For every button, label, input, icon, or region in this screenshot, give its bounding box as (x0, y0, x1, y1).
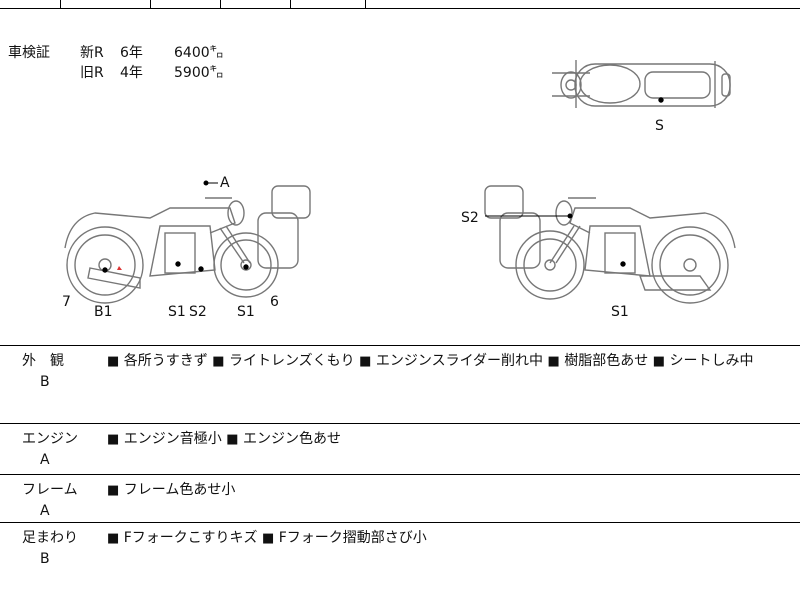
note-item: エンジン色あせ (242, 431, 341, 447)
inspection-years: 4年 (120, 65, 143, 81)
inspection-type: 旧R (80, 65, 104, 81)
header-cell (220, 0, 291, 8)
section-engine: エンジン A ■ エンジン音極小 ■ エンジン色あせ (0, 424, 800, 475)
section-notes: ■ フレーム色あせ小 (107, 479, 235, 499)
marker-dot (243, 264, 249, 270)
section-category: エンジン (22, 431, 78, 447)
label-7: 7 (62, 294, 71, 310)
note-item: 各所うすきず (123, 353, 208, 369)
header-cell (60, 0, 151, 8)
note-item: フレーム色あせ小 (123, 482, 236, 498)
bullet-square: ■ (212, 354, 225, 369)
note-item: 樹脂部色あせ (564, 353, 649, 369)
motorcycle-right-view (484, 185, 736, 304)
bullet-square: ■ (107, 354, 120, 369)
bullet-square: ■ (226, 432, 239, 447)
section-suspension: 足まわり B ■ Fフォークこすりキズ ■ Fフォーク摺動部さび小 (0, 523, 800, 599)
motorcycle-top-view (552, 60, 731, 108)
bullet-square: ■ (547, 354, 560, 369)
motorcycle-left-view (64, 185, 311, 304)
red-mark (117, 266, 122, 270)
inspection-row-old: 旧R 4年 5900㌔ (8, 62, 224, 82)
header-strip (0, 0, 800, 9)
motorcycle-diagrams (64, 60, 736, 304)
damage-diagram-panel: 車検証 新R 6年 6400㌔ 旧R 4年 5900㌔ (0, 8, 800, 346)
section-notes: ■ エンジン音極小 ■ エンジン色あせ (107, 428, 341, 448)
bullet-square: ■ (652, 354, 666, 369)
section-notes: ■ 各所うすきず ■ ライトレンズくもり ■ エンジンスライダー削れ中 ■ 樹脂… (107, 350, 753, 370)
inspection-type: 新R (80, 45, 104, 61)
note-item: Fフォークこすりキズ (123, 530, 258, 546)
bullet-square: ■ (359, 354, 372, 369)
section-frame: フレーム A ■ フレーム色あせ小 (0, 475, 800, 523)
bullet-square: ■ (261, 531, 275, 546)
label-s1: S1 (611, 304, 629, 320)
marker-dot (658, 97, 664, 103)
note-item: エンジンスライダー削れ中 (375, 353, 544, 369)
label-6: 6 (270, 294, 279, 310)
label-s2: S2 (461, 210, 479, 226)
marker-dot (102, 267, 108, 273)
header-cell (290, 0, 366, 8)
inspection-mileage: 5900㌔ (174, 65, 224, 81)
section-grade: B (40, 374, 50, 390)
note-item: ライトレンズくもり (228, 353, 355, 369)
marker-dot (203, 180, 209, 186)
label-b1: B1 (94, 304, 113, 320)
marker-dot (175, 261, 181, 267)
inspection-years: 6年 (120, 45, 143, 61)
section-exterior: 外 観 B ■ 各所うすきず ■ ライトレンズくもり ■ エンジンスライダー削れ… (0, 346, 800, 424)
label-s1: S1 (168, 304, 186, 320)
note-item: シートしみ中 (669, 353, 754, 369)
bullet-square: ■ (107, 432, 120, 447)
section-notes: ■ Fフォークこすりキズ ■ Fフォーク摺動部さび小 (107, 527, 427, 547)
note-item: Fフォーク摺動部さび小 (278, 530, 427, 546)
section-grade: A (40, 503, 50, 519)
section-category: フレーム (22, 482, 78, 498)
section-grade: A (40, 452, 50, 468)
inspection-label: 車検証 (8, 45, 50, 61)
bullet-square: ■ (107, 483, 120, 498)
inspection-mileage: 6400㌔ (174, 45, 224, 61)
header-cell (150, 0, 221, 8)
header-cell (0, 0, 61, 8)
inspection-row-new: 車検証 新R 6年 6400㌔ (8, 42, 224, 62)
section-category: 足まわり (22, 530, 78, 546)
marker-dot (198, 266, 204, 272)
label-a: A (220, 175, 230, 191)
section-grade: B (40, 551, 50, 567)
marker-dot (620, 261, 626, 267)
label-s2: S2 (189, 304, 207, 320)
label-s1: S1 (237, 304, 255, 320)
note-item: エンジン音極小 (123, 431, 222, 447)
bullet-square: ■ (107, 531, 120, 546)
section-category: 外 観 (22, 353, 64, 369)
label-s-top: S (655, 118, 664, 134)
inspection-certificate: 車検証 新R 6年 6400㌔ 旧R 4年 5900㌔ (8, 42, 224, 82)
marker-dot (567, 213, 573, 219)
